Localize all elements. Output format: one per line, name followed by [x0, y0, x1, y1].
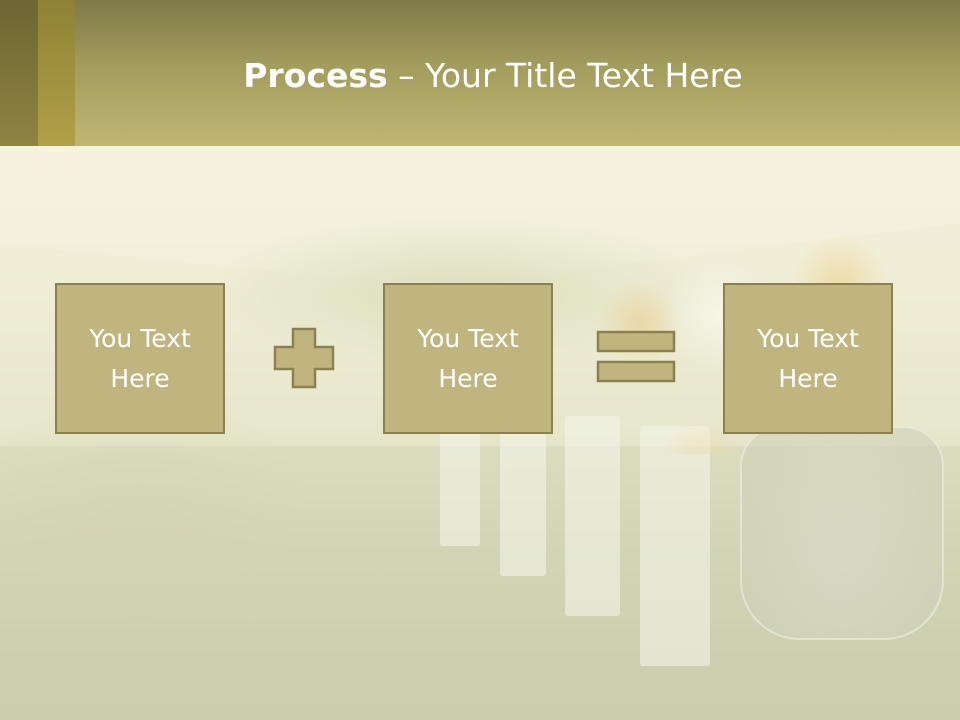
text-box-label: You Text Here	[417, 319, 519, 399]
title-rest: – Your Title Text Here	[387, 56, 743, 95]
text-box-line: You Text	[89, 323, 191, 353]
text-box-line: Here	[110, 363, 170, 393]
title-accent-bar	[0, 0, 38, 146]
text-box-line: You Text	[757, 323, 859, 353]
background-photo	[0, 146, 960, 720]
text-box-line: Here	[778, 363, 838, 393]
plus-icon	[273, 327, 335, 389]
chair	[640, 426, 710, 666]
text-box-2[interactable]: You Text Here	[383, 283, 553, 434]
text-box-label: You Text Here	[89, 319, 191, 399]
slide-title[interactable]: Process – Your Title Text Here	[0, 54, 960, 98]
equals-icon	[596, 330, 676, 383]
text-box-line: Here	[438, 363, 498, 393]
title-band: Process – Your Title Text Here	[0, 0, 960, 146]
chair	[500, 406, 546, 576]
text-box-3[interactable]: You Text Here	[723, 283, 893, 434]
text-box-line: You Text	[417, 323, 519, 353]
text-box-1[interactable]: You Text Here	[55, 283, 225, 434]
title-bold: Process	[243, 56, 388, 95]
title-accent-bar	[38, 0, 75, 146]
text-box-label: You Text Here	[757, 319, 859, 399]
